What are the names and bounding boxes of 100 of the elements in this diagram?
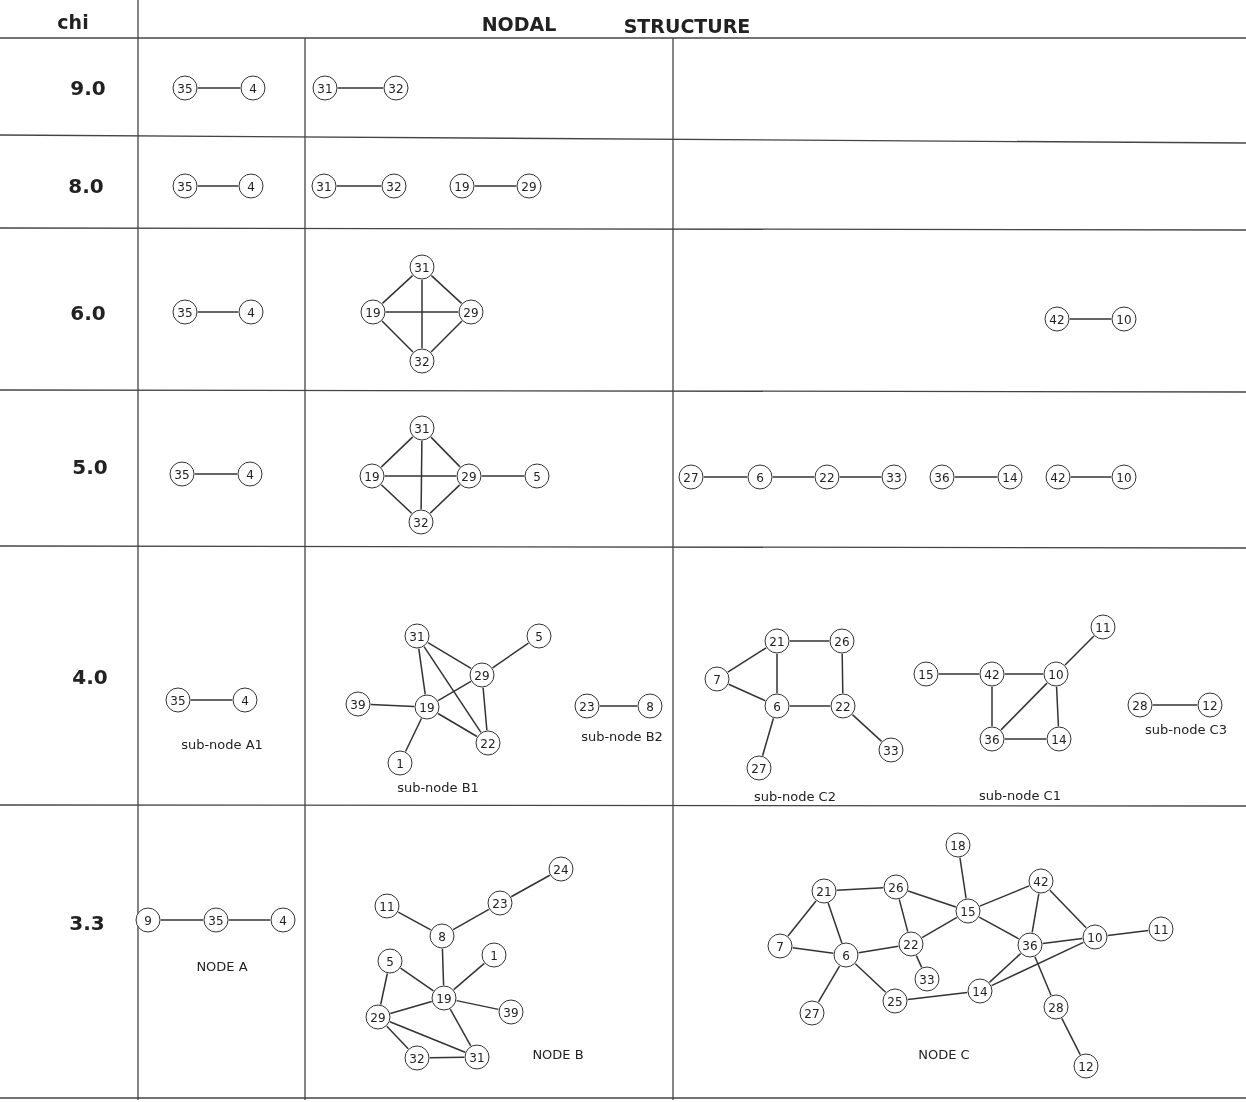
node-circle: 11 [374, 893, 400, 919]
node-circle: 1 [387, 750, 413, 776]
column-header: chi [57, 11, 89, 33]
connector-line [481, 475, 525, 477]
connector-line [429, 1056, 465, 1059]
connector-line [197, 311, 239, 313]
node-circle: 19 [414, 694, 440, 720]
connector-line [817, 965, 841, 1003]
node-circle: 31 [409, 415, 435, 441]
node-circle: 35 [169, 461, 195, 487]
node-circle: 35 [203, 907, 229, 933]
group-label: sub-node C3 [1145, 721, 1227, 737]
connector-line [1004, 738, 1047, 740]
node-circle: 8 [429, 923, 455, 949]
node-circle: 22 [830, 693, 856, 719]
node-circle: 12 [1073, 1053, 1099, 1079]
node-circle: 26 [829, 628, 855, 654]
connector-line [437, 712, 478, 738]
node-circle: 9 [135, 907, 161, 933]
node-circle: 4 [232, 687, 258, 713]
node-circle: 23 [574, 693, 600, 719]
node-circle: 33 [878, 737, 904, 763]
connector-line [423, 645, 482, 734]
column-header: NODAL [481, 13, 557, 35]
node-circle: 22 [475, 730, 501, 756]
node-circle: 5 [524, 463, 550, 489]
group-label: NODE C [918, 1046, 970, 1062]
connector-line [427, 641, 472, 670]
node-circle: 18 [945, 832, 971, 858]
node-circle: 32 [383, 75, 409, 101]
connector-line [430, 320, 463, 353]
row-value: 9.0 [70, 76, 106, 100]
connector-line [491, 642, 530, 669]
connector-line [370, 703, 415, 708]
node-circle: 5 [526, 623, 552, 649]
node-circle: 12 [1197, 692, 1223, 718]
connector-line [381, 320, 414, 353]
connector-line [827, 902, 843, 944]
connector-line [474, 185, 517, 187]
connector-line [228, 919, 271, 921]
node-circle: 42 [1045, 464, 1071, 490]
connector-line [455, 999, 500, 1011]
node-circle: 32 [404, 1045, 430, 1071]
node-circle: 4 [240, 75, 266, 101]
connector-line [599, 705, 638, 707]
connector-line [857, 945, 900, 954]
connector-line [787, 900, 817, 937]
connector-line [727, 647, 767, 673]
connector-line [386, 1025, 409, 1050]
node-circle: 31 [404, 623, 430, 649]
connector-line [907, 890, 957, 908]
connector-line [429, 484, 461, 514]
node-circle: 36 [1017, 932, 1043, 958]
node-circle: 36 [929, 464, 955, 490]
node-circle: 4 [238, 173, 264, 199]
node-circle: 14 [1046, 726, 1072, 752]
connector-line [1004, 673, 1044, 675]
group-label: sub-node C2 [754, 788, 836, 804]
node-circle: 6 [833, 942, 859, 968]
connector-line [841, 653, 844, 694]
connector-line [776, 653, 778, 694]
node-circle: 26 [883, 874, 909, 900]
node-circle: 11 [1148, 916, 1174, 942]
connector-line [437, 680, 472, 702]
node-circle: 29 [456, 463, 482, 489]
connector-line [979, 885, 1030, 907]
column-header: STRUCTURE [623, 15, 751, 37]
row-value: 4.0 [72, 665, 108, 689]
node-circle: 33 [881, 464, 907, 490]
connector-line [389, 1021, 466, 1053]
connector-line [959, 856, 967, 900]
connector-line [772, 476, 815, 478]
node-circle: 39 [498, 999, 524, 1025]
connector-line [1034, 956, 1052, 996]
connector-line [991, 686, 993, 727]
node-circle: 1 [481, 942, 507, 968]
connector-line [727, 683, 767, 702]
node-circle: 11 [1090, 614, 1116, 640]
node-circle: 27 [678, 464, 704, 490]
connector-line [190, 699, 233, 701]
node-circle: 29 [469, 662, 495, 688]
connector-line [906, 991, 969, 1001]
node-circle: 22 [814, 464, 840, 490]
row-value: 5.0 [72, 455, 108, 479]
connector-line [381, 274, 414, 305]
node-circle: 21 [811, 878, 837, 904]
node-circle: 6 [764, 693, 790, 719]
connector-line [938, 673, 980, 675]
connector-line [380, 436, 414, 468]
node-circle: 29 [516, 173, 542, 199]
connector-line [990, 941, 1085, 987]
node-circle: 28 [1043, 994, 1069, 1020]
connector-line [418, 647, 426, 696]
connector-line [1106, 929, 1150, 937]
connector-line [399, 967, 435, 992]
connector-line [1049, 889, 1087, 929]
connector-line [1031, 892, 1040, 934]
node-circle: 14 [967, 978, 993, 1004]
connector-line [160, 919, 204, 921]
node-circle: 23 [487, 890, 513, 916]
